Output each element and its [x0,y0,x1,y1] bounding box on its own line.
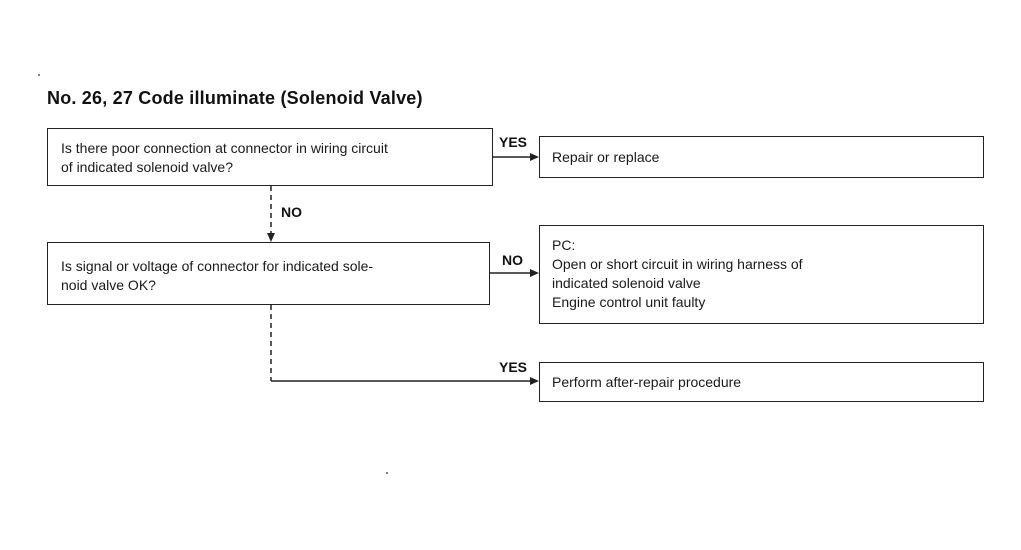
question-box-2: Is signal or voltage of connector for in… [47,242,490,305]
arrowhead-q2-yes [530,377,539,385]
arrowhead-q2-no [530,269,539,277]
result-1-line-1: Repair or replace [552,149,660,165]
result-box-repair: Repair or replace [539,136,984,178]
scan-speck [38,74,40,76]
arrowhead-q1-yes [530,153,539,161]
arrowhead-q1-no [267,233,275,242]
branch-label-yes-2: YES [499,359,528,375]
result-2-line-4: Engine control unit faulty [552,294,706,310]
result-box-probable-cause: PC: Open or short circuit in wiring harn… [539,225,984,324]
result-box-after-repair: Perform after-repair procedure [539,362,984,402]
result-3-line-1: Perform after-repair procedure [552,374,742,390]
question-2-line-1: Is signal or voltage of connector for in… [61,258,374,274]
branch-label-no-2: NO [502,252,523,268]
question-1-line-2: of indicated solenoid valve? [61,159,234,175]
branch-label-no-1: NO [281,204,302,220]
scan-speck [386,472,388,474]
result-2-line-3: indicated solenoid valve [552,275,701,291]
question-box-1: Is there poor connection at connector in… [47,128,493,186]
page-title: No. 26, 27 Code illuminate (Solenoid Val… [47,88,423,108]
result-2-line-1: PC: [552,237,576,253]
question-2-line-2: noid valve OK? [61,277,156,293]
question-1-line-1: Is there poor connection at connector in… [61,140,388,156]
branch-label-yes-1: YES [499,134,528,150]
result-2-line-2: Open or short circuit in wiring harness … [552,256,803,272]
